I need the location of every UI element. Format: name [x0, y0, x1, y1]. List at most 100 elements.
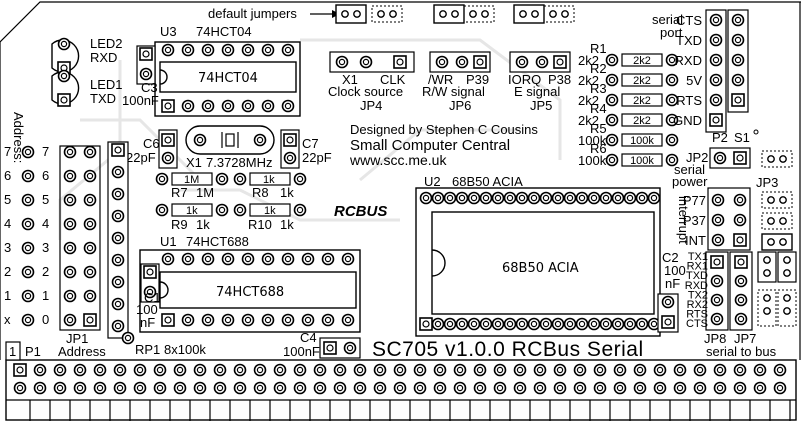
led2-ref: LED2 [90, 36, 123, 51]
jp1-digit-label: 4 [42, 216, 49, 231]
u2-ref: U2 [424, 174, 441, 189]
chip-pin [623, 191, 637, 205]
address-bit-label: 2 [4, 264, 11, 279]
designer-line-2: Small Computer Central [350, 137, 510, 154]
r10-body: 1k [264, 205, 276, 217]
jumper-jp4: X1 CLK Clock source JP4 [328, 51, 415, 113]
jp1-pad [83, 289, 97, 303]
bus-pad [613, 381, 627, 395]
c2-unit: nF [665, 276, 680, 291]
jp3-pad [711, 233, 725, 247]
c7-value: 22pF [302, 150, 332, 165]
jumper-jp5: IORQ P38 E signal JP5 [508, 51, 571, 113]
jp8-pad [710, 255, 724, 269]
u2-part: 68B50 ACIA [452, 174, 523, 189]
jp1-digit-label: 5 [42, 192, 49, 207]
bus-pad [73, 381, 87, 395]
chip-pin [563, 191, 577, 205]
p2-pad [709, 73, 723, 87]
resistor-body [621, 133, 663, 147]
chip-u3: U3 74HCT04 74HCT04 [154, 24, 301, 117]
led-led2: LED2 RXD [51, 36, 123, 75]
bus-pad [653, 363, 667, 377]
chip-pin [281, 313, 295, 327]
jp8-ref: JP8 [704, 331, 726, 346]
address-pad [21, 265, 35, 279]
chip-pin [491, 191, 505, 205]
jp1-digit-label: 2 [42, 264, 49, 279]
jp1-pad [63, 193, 77, 207]
chip-u1: U1 74HCT688 74HCT688 [139, 234, 361, 333]
resistor-pad [605, 73, 619, 87]
led2-name: RXD [90, 50, 117, 65]
jp3-pad [711, 193, 725, 207]
jp1-pad [63, 313, 77, 327]
interrupt-pin-label: P37 [683, 213, 706, 228]
chip-pin [539, 317, 553, 331]
c2-ref: C2 [662, 250, 679, 265]
bus-pad [133, 381, 147, 395]
jp1-pad [83, 265, 97, 279]
bus-pad [753, 381, 767, 395]
chip-pin [467, 191, 481, 205]
led1-ref: LED1 [90, 77, 123, 92]
jp7-pin-label: TXD [686, 270, 708, 282]
chip-pin [419, 317, 433, 331]
bus-pad [213, 381, 227, 395]
rp1-pad [111, 319, 125, 333]
address-pad [21, 193, 35, 207]
bus-pad [53, 363, 67, 377]
chip-pin [611, 317, 625, 331]
serial-signal-label: RXD [675, 53, 702, 68]
bus-pad [353, 381, 367, 395]
jp6-ref: JP6 [449, 98, 471, 113]
chip-pin [587, 317, 601, 331]
bus-pad [213, 363, 227, 377]
bus-pad [673, 363, 687, 377]
rp1-pad [111, 275, 125, 289]
chip-pin [201, 313, 215, 327]
bus-pad [153, 381, 167, 395]
rp1-pad [111, 209, 125, 223]
bus-pad [313, 381, 327, 395]
bus-pad [373, 363, 387, 377]
bus-pad [373, 381, 387, 395]
chip-pin [161, 99, 175, 113]
chip-pin [443, 191, 457, 205]
resistor-value: 100k [578, 133, 607, 148]
default-jumpers-legend: default jumpers [208, 4, 575, 24]
jp5-ref: JP5 [530, 98, 552, 113]
bus-pad [113, 363, 127, 377]
chip-pin [321, 252, 335, 266]
bus-pad [633, 363, 647, 377]
s1-pad [731, 13, 745, 27]
c2-value: 100 [664, 263, 686, 278]
bus-pad [633, 381, 647, 395]
bus-pad [233, 363, 247, 377]
led1-name: TXD [90, 91, 116, 106]
chip-pin [201, 99, 215, 113]
p1-pin1-label: 1 [9, 344, 16, 359]
jp1-pad [83, 169, 97, 183]
bus-pad [273, 363, 287, 377]
cap-c7: C7 22pF [280, 129, 332, 169]
jp6-right: P39 [466, 72, 489, 87]
bus-pad [253, 363, 267, 377]
jp1-pad [83, 241, 97, 255]
s1-pad [731, 93, 745, 107]
jp1-ref: JP1 [66, 331, 88, 346]
bus-pad [313, 363, 327, 377]
rp1-value: 8x100k [164, 342, 206, 357]
chip-pin [261, 43, 275, 57]
bus-pad [573, 381, 587, 395]
cap-c6: C6 22pF [126, 129, 178, 169]
resistor-body-label: 100k [630, 155, 654, 167]
jp7-pin-label: RTS [686, 309, 708, 321]
bus-pad [13, 363, 27, 377]
jp7-pin-label: RXD [685, 280, 708, 292]
serial-signal-label: TXD [676, 33, 702, 48]
chip-pin [221, 313, 235, 327]
serial-signal-label: 5V [686, 73, 702, 88]
s1-ref: S1 [734, 130, 750, 145]
bus-pad [113, 381, 127, 395]
